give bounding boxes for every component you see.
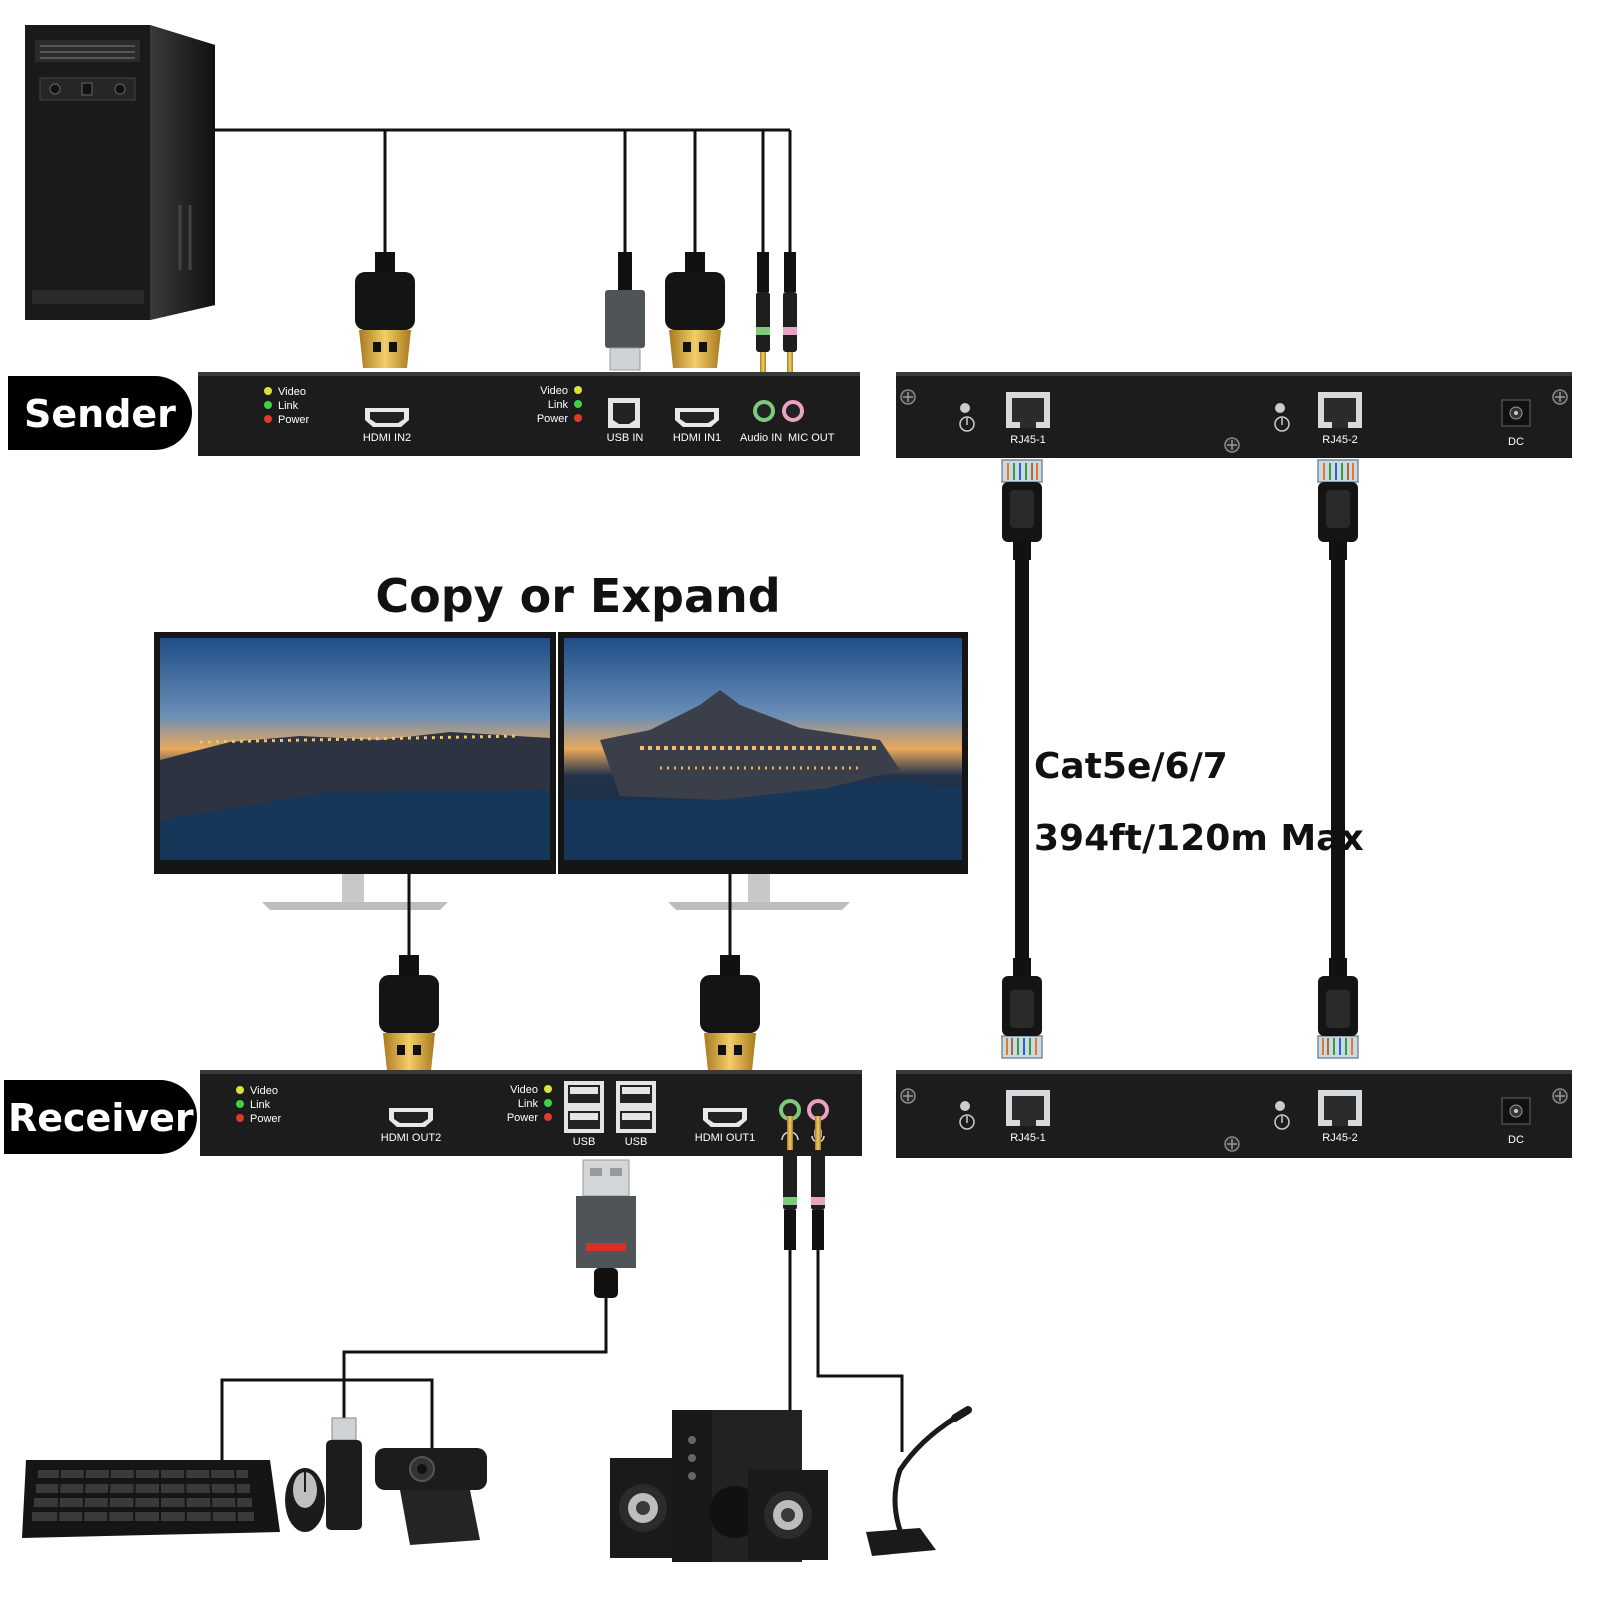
usb-port-2-label: USB [625, 1136, 648, 1148]
dc-jack[interactable] [1501, 399, 1531, 427]
usb-dongle-icon [326, 1417, 362, 1530]
sender-label: Sender [8, 376, 192, 450]
audio-in-jack[interactable] [753, 400, 775, 422]
receiver-led-power-left: Power [250, 1113, 282, 1125]
usb-port-1[interactable] [564, 1081, 604, 1133]
ground-icon [959, 403, 975, 432]
sender-rj45-2-port[interactable] [1318, 392, 1362, 428]
sender-back-panel: RJ45-1 RJ45-2 DC [896, 372, 1572, 458]
receiver-led-link-right: Link [518, 1098, 539, 1110]
usb-peripheral-cables [220, 1298, 608, 1460]
sender-dc-label: DC [1508, 436, 1524, 448]
sender-led-link-left: Link [278, 400, 299, 412]
monitor-right [558, 632, 968, 910]
sender-rj45-1-port[interactable] [1006, 392, 1050, 428]
receiver-hdmi-cables [407, 874, 732, 968]
hdmi-in1-port[interactable] [675, 408, 719, 427]
audio-plug-pink [783, 252, 797, 386]
mouse-icon [285, 1468, 325, 1532]
receiver-back-panel: RJ45-1 RJ45-2 DC [896, 1070, 1572, 1158]
hdmi-out2-port[interactable] [389, 1108, 433, 1127]
pc-tower-icon [25, 25, 215, 320]
receiver-led-video-right: Video [510, 1084, 538, 1096]
sender-input-cables [215, 128, 792, 265]
monitor-left [154, 632, 556, 910]
sender-front-panel: Video Link Power HDMI IN2 Video Link Pow… [198, 372, 860, 456]
cable-type-text: Cat5e/6/7 [1034, 746, 1228, 787]
network-cable-1 [1001, 459, 1043, 1059]
ground-icon [1274, 403, 1290, 432]
receiver-dc-label: DC [1508, 1134, 1524, 1146]
receiver-rj45-1-label: RJ45-1 [1010, 1132, 1045, 1144]
receiver-label: Receiver [4, 1080, 197, 1154]
sender-led-video-left: Video [278, 386, 306, 398]
mic-out-label: MIC OUT [788, 432, 835, 444]
usb-in-label: USB IN [607, 432, 644, 444]
sender-led-video-right: Video [540, 385, 568, 397]
sender-led-link-right: Link [548, 399, 569, 411]
receiver-front-panel: Video Link Power HDMI OUT2 Video Link Po… [200, 1070, 862, 1156]
usb-in-port[interactable] [608, 398, 640, 428]
cable-distance-text: 394ft/120m Max [1034, 818, 1364, 859]
sender-rj45-2-label: RJ45-2 [1322, 434, 1357, 446]
receiver-rj45-2-label: RJ45-2 [1322, 1132, 1357, 1144]
hdmi-plug-in2 [355, 252, 415, 368]
ground-icon [1274, 1101, 1290, 1130]
hdmi-plug-out2 [379, 955, 439, 1071]
hdmi-out1-port[interactable] [703, 1108, 747, 1127]
speaker-system-icon [610, 1410, 828, 1562]
sender-label-text: Sender [24, 392, 176, 436]
audio-plug-green [756, 252, 770, 386]
hdmi-in1-label: HDMI IN1 [673, 432, 721, 444]
webcam-icon [375, 1448, 487, 1545]
usb-port-1-label: USB [573, 1136, 596, 1148]
audio-in-label: Audio IN [740, 432, 782, 444]
audio-output-cables [788, 1250, 904, 1452]
microphone-stand-icon [866, 1406, 972, 1556]
sender-led-power-right: Power [537, 413, 569, 425]
hdmi-plug-in1 [665, 252, 725, 368]
hdmi-in2-label: HDMI IN2 [363, 432, 411, 444]
dc-jack[interactable] [1501, 1097, 1531, 1125]
usb-b-plug [605, 252, 645, 371]
receiver-led-power-right: Power [507, 1112, 539, 1124]
usb-port-2[interactable] [616, 1081, 656, 1133]
keyboard-icon [22, 1460, 280, 1538]
ground-icon [959, 1101, 975, 1130]
sender-led-power-left: Power [278, 414, 310, 426]
receiver-rj45-2-port[interactable] [1318, 1090, 1362, 1126]
mic-out-jack[interactable] [782, 400, 804, 422]
audio-plug-pink [811, 1116, 825, 1250]
usb-a-plug [576, 1159, 636, 1298]
receiver-led-video-left: Video [250, 1085, 278, 1097]
sender-rj45-1-label: RJ45-1 [1010, 434, 1045, 446]
hdmi-in2-port[interactable] [365, 408, 409, 427]
hdmi-out2-label: HDMI OUT2 [381, 1132, 442, 1144]
receiver-label-text: Receiver [8, 1096, 194, 1140]
hdmi-out1-label: HDMI OUT1 [695, 1132, 756, 1144]
diagram-title: Copy or Expand [375, 569, 780, 623]
receiver-led-link-left: Link [250, 1099, 271, 1111]
receiver-rj45-1-port[interactable] [1006, 1090, 1050, 1126]
audio-plug-green [783, 1116, 797, 1250]
hdmi-plug-out1 [700, 955, 760, 1071]
network-cable-2 [1317, 459, 1359, 1059]
